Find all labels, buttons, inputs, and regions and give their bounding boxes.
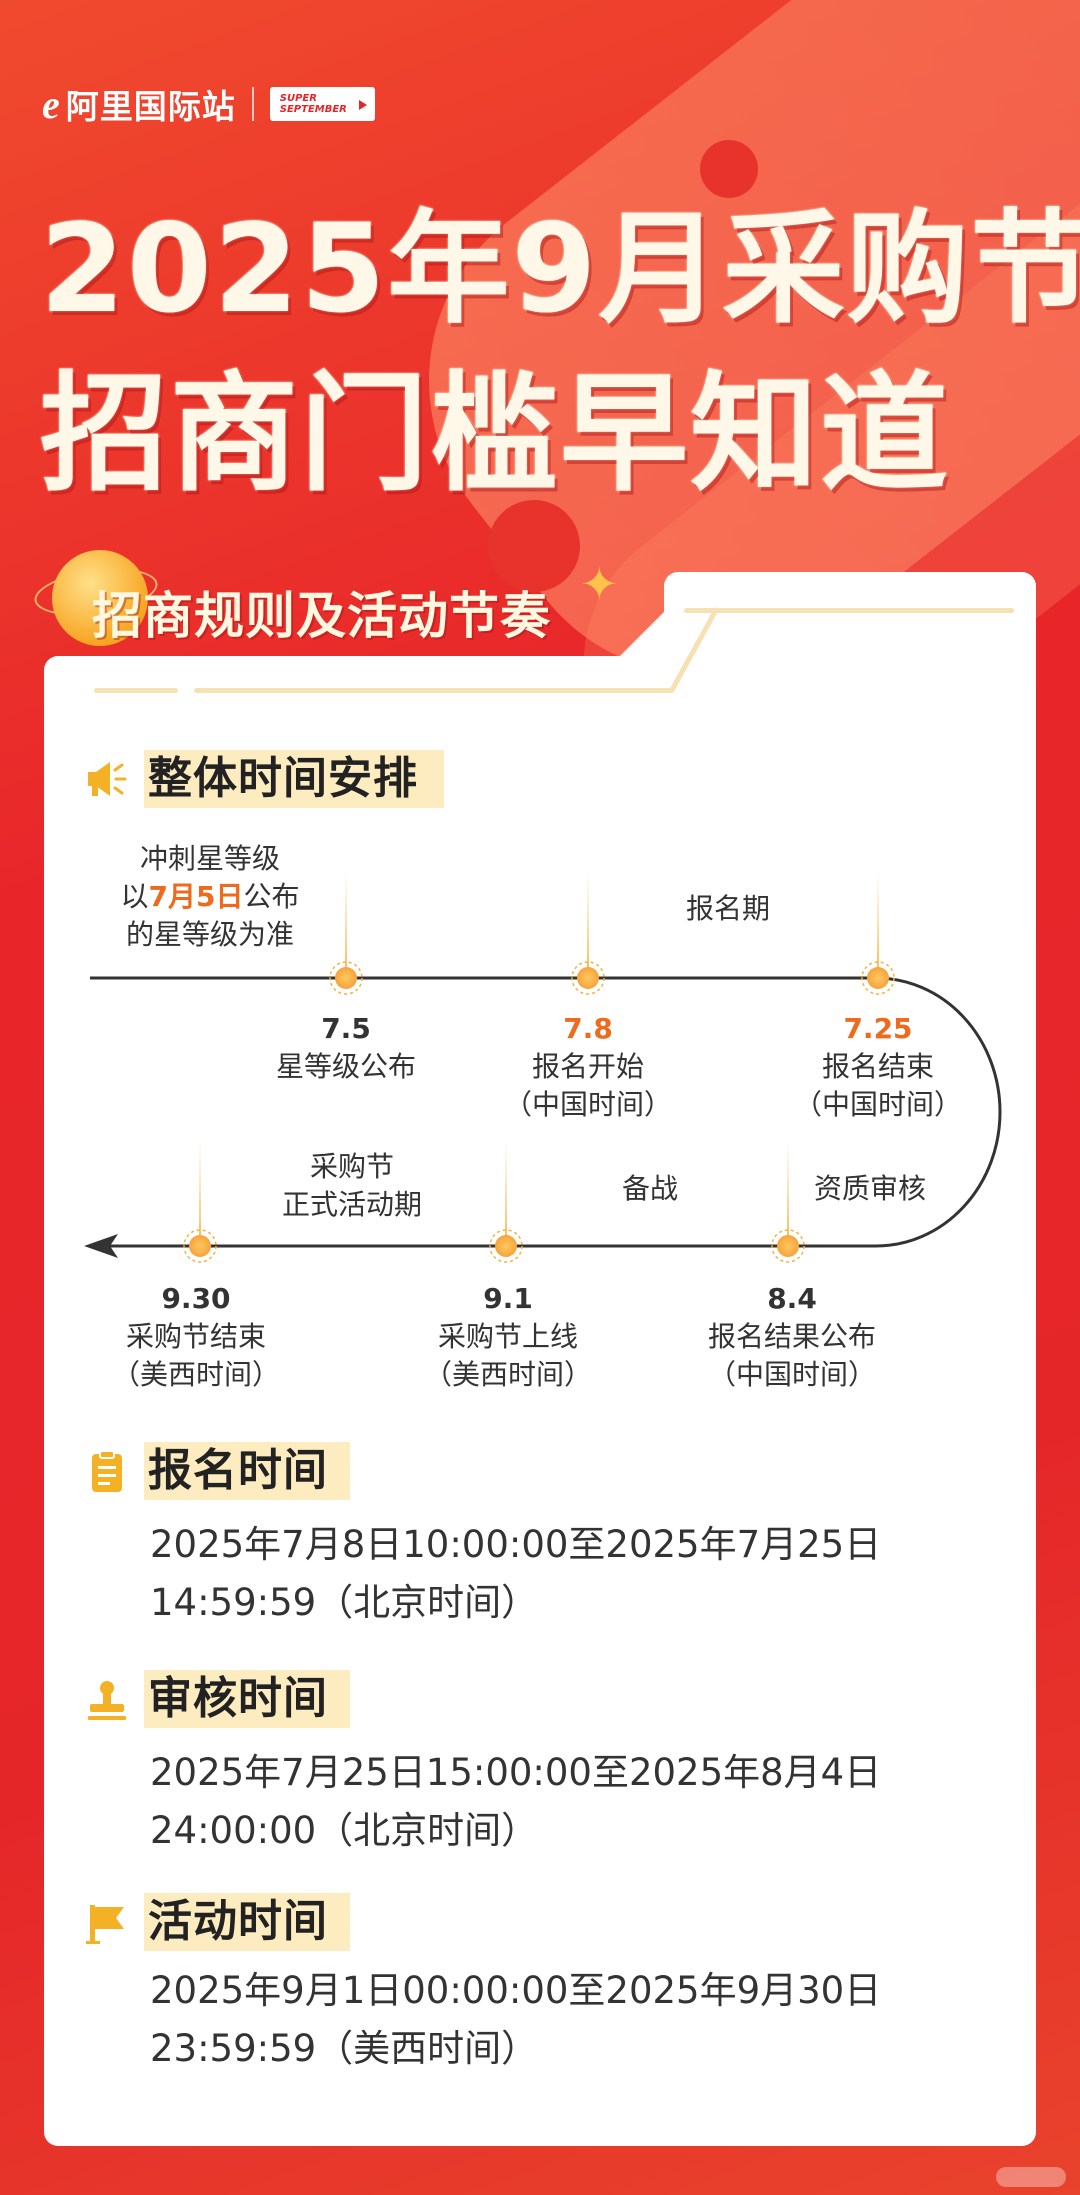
gold-divider xyxy=(684,608,1014,613)
node-date: 7.25 xyxy=(843,1012,913,1045)
timeline-node-9-1: 9.1 采购节上线 （美西时间） xyxy=(424,1280,592,1394)
signup-time-title: 报名时间 xyxy=(148,1445,328,1496)
node-timezone: （中国时间） xyxy=(503,1088,673,1121)
signup-range-line2: 14:59:59（北京时间） xyxy=(150,1581,539,1624)
node-label: 星等级公布 xyxy=(275,1050,417,1083)
stamp-icon xyxy=(88,1681,126,1720)
node-date: 7.5 xyxy=(321,1012,371,1045)
star-level-note: 冲刺星等级 以7月5日公布 的星等级为准 xyxy=(121,840,300,954)
note-line3: 的星等级为准 xyxy=(125,918,294,951)
badge-line1: SUPER xyxy=(279,93,317,104)
section-tab-title: 招商规则及活动节奏 xyxy=(92,587,551,645)
review-range-line1: 2025年7月25日15:00:00至2025年8月4日 xyxy=(150,1751,882,1794)
node-date: 8.4 xyxy=(767,1282,817,1315)
period-prep-label: 备战 xyxy=(621,1172,679,1205)
node-date: 7.8 xyxy=(563,1012,613,1045)
clipboard-icon xyxy=(92,1450,122,1492)
sparkle-icon: ✦ xyxy=(580,557,619,611)
hero-title-line2: 招商门槛早知道 xyxy=(40,360,951,509)
node-label: 采购节结束 xyxy=(125,1320,267,1353)
heading-highlight xyxy=(144,1893,350,1951)
node-date: 9.30 xyxy=(161,1282,231,1315)
card-tab xyxy=(664,572,1036,672)
heading-highlight xyxy=(144,1442,350,1500)
timeline xyxy=(84,870,1002,1263)
signup-range-line1: 2025年7月8日10:00:00至2025年7月25日 xyxy=(150,1523,882,1566)
timeline-marker-8-4 xyxy=(771,1140,805,1263)
heading-highlight xyxy=(144,750,444,808)
period-review-label: 资质审核 xyxy=(813,1172,927,1205)
gold-divider xyxy=(94,688,178,693)
node-label: 采购节上线 xyxy=(437,1320,579,1353)
signup-time-range: 2025年7月8日10:00:00至2025年7月25日 14:59:59（北京… xyxy=(150,1516,881,1632)
node-timezone: （中国时间） xyxy=(707,1358,877,1391)
node-timezone: （中国时间） xyxy=(793,1088,963,1121)
alibaba-logo-icon: e xyxy=(42,81,60,127)
section-tab: 招商规则及活动节奏 xyxy=(31,550,682,662)
timeline-node-7-25: 7.25 报名结束 （中国时间） xyxy=(794,1010,962,1124)
node-label: 报名结束 xyxy=(821,1050,935,1083)
activity-time-range: 2025年9月1日00:00:00至2025年9月30日 23:59:59（美西… xyxy=(150,1962,881,2078)
heading-highlight xyxy=(144,1670,350,1728)
timeline-node-7-8: 7.8 报名开始 （中国时间） xyxy=(504,1010,672,1124)
review-range-line2: 24:00:00（北京时间） xyxy=(150,1809,539,1852)
timeline-marker-7-5 xyxy=(329,870,363,995)
note-prefix: 以 xyxy=(120,880,149,913)
period-sale-line1: 采购节 xyxy=(309,1150,395,1183)
timeline-node-7-5: 7.5 星等级公布 xyxy=(276,1010,416,1086)
timeline-curve xyxy=(875,976,1002,1248)
brand-logo: e 阿里国际站 SUPER SEPTEMBER xyxy=(42,80,375,128)
timeline-marker-7-25 xyxy=(861,870,895,995)
flag-icon xyxy=(86,1905,124,1944)
badge-line2: SEPTEMBER xyxy=(279,104,347,115)
timeline-marker-9-1 xyxy=(489,1140,523,1263)
megaphone-icon xyxy=(88,762,127,796)
period-signup-label: 报名期 xyxy=(685,892,771,925)
timeline-node-8-4: 8.4 报名结果公布 （中国时间） xyxy=(708,1280,876,1394)
node-label: 报名结果公布 xyxy=(707,1320,877,1353)
node-label: 报名开始 xyxy=(531,1050,645,1083)
activity-range-line2: 23:59:59（美西时间） xyxy=(150,2027,539,2070)
period-sale-line2: 正式活动期 xyxy=(281,1188,423,1221)
activity-time-title: 活动时间 xyxy=(148,1896,328,1947)
decor-circle xyxy=(700,140,758,198)
hero-title-line1: 2025年9月采购节 xyxy=(40,198,1080,340)
super-september-badge: SUPER SEPTEMBER xyxy=(269,87,375,121)
activity-range-line1: 2025年9月1日00:00:00至2025年9月30日 xyxy=(150,1969,882,2012)
orb-decoration xyxy=(52,550,148,646)
watermark xyxy=(996,2167,1066,2187)
timeline-node-9-30: 9.30 采购节结束 （美西时间） xyxy=(112,1280,280,1394)
timeline-marker-7-8 xyxy=(571,870,605,995)
timeline-arrow-icon xyxy=(84,1234,118,1258)
note-highlight-date: 7月5日 xyxy=(148,880,244,913)
review-time-title: 审核时间 xyxy=(148,1673,328,1724)
brand-name: 阿里国际站 xyxy=(65,87,236,126)
period-sale-label: 采购节 正式活动期 xyxy=(282,1148,422,1224)
node-timezone: （美西时间） xyxy=(423,1358,593,1391)
logo-divider xyxy=(251,87,254,121)
review-time-range: 2025年7月25日15:00:00至2025年8月4日 24:00:00（北京… xyxy=(150,1744,881,1860)
schedule-title: 整体时间安排 xyxy=(148,753,418,804)
node-date: 9.1 xyxy=(483,1282,533,1315)
decor-circle xyxy=(488,500,580,592)
gold-divider-slope xyxy=(669,607,719,693)
gold-divider xyxy=(194,688,674,693)
timeline-marker-9-30 xyxy=(183,1140,217,1263)
node-timezone: （美西时间） xyxy=(111,1358,281,1391)
note-suffix: 公布 xyxy=(243,880,300,913)
note-line1: 冲刺星等级 xyxy=(139,842,280,875)
